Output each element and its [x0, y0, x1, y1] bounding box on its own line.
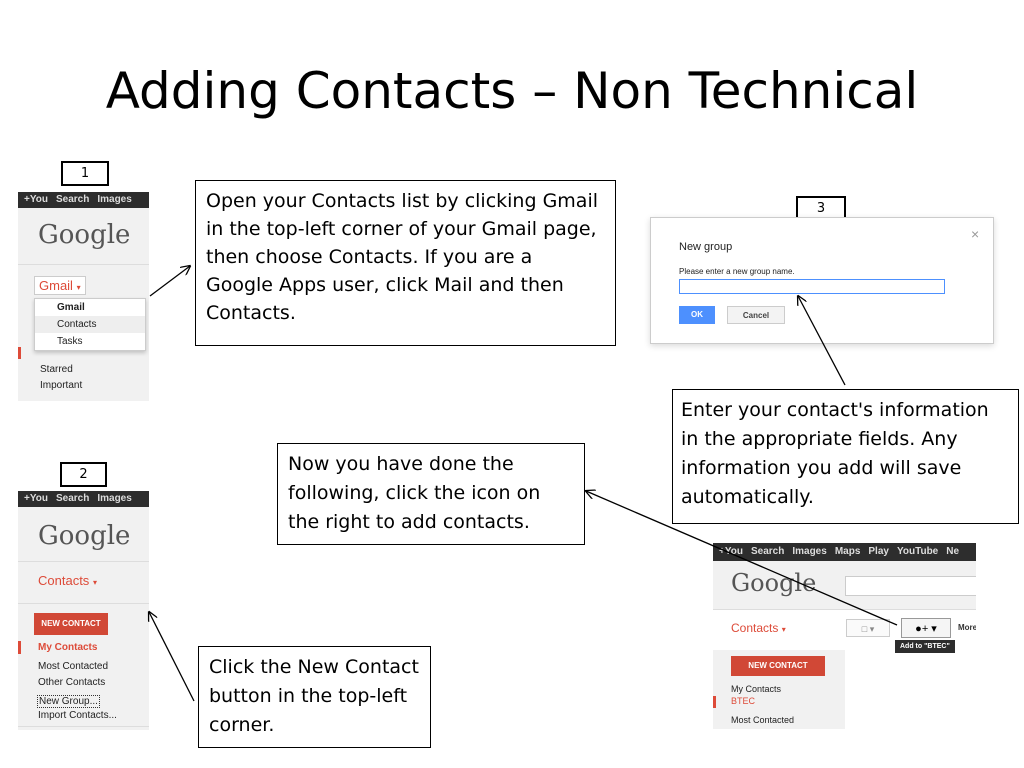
google-top-bar: +You Search Images: [18, 192, 149, 208]
cancel-button[interactable]: Cancel: [727, 306, 785, 324]
google-logo: Google: [38, 521, 131, 551]
contacts-label: Contacts: [38, 573, 90, 588]
google-top-bar: +You Search Images: [18, 491, 149, 507]
google-logo: Google: [38, 220, 131, 250]
sidebar-item-other-contacts[interactable]: Other Contacts: [38, 677, 106, 688]
bar-link[interactable]: +You: [24, 493, 48, 504]
bar-link[interactable]: Maps: [834, 546, 861, 557]
dialog-heading: New group: [679, 241, 733, 253]
contacts-label: Contacts: [731, 621, 779, 635]
divider: [18, 561, 149, 562]
menu-item-contacts[interactable]: Contacts: [35, 316, 145, 333]
panel-add-to-group: +You Search Images Maps Play YouTube Ne Google…: [713, 543, 976, 729]
bar-link[interactable]: Search: [55, 194, 90, 205]
divider: [18, 264, 149, 265]
sidebar-item-new-group[interactable]: New Group...: [37, 695, 100, 708]
selection-marker: [713, 696, 716, 708]
add-to-group-button[interactable]: ●+ ▾: [901, 618, 951, 638]
sidebar-item-my-contacts[interactable]: My Contacts: [731, 684, 782, 694]
panel-gmail-menu: +You Search Images Google Gmail ▾ Gmail Co…: [18, 192, 149, 401]
bar-link[interactable]: Images: [792, 546, 827, 557]
group-name-input[interactable]: [679, 279, 945, 294]
callout-enter-info: Enter your contact's information in the …: [672, 389, 1019, 524]
selection-marker: [18, 347, 21, 359]
gmail-label: Gmail: [39, 278, 73, 293]
sidebar-item-starred[interactable]: Starred: [40, 364, 73, 375]
bar-link[interactable]: Images: [97, 493, 132, 504]
new-group-dialog: × New group Please enter a new group nam…: [650, 217, 994, 344]
bar-link[interactable]: Play: [868, 546, 889, 557]
sidebar-item-important[interactable]: Important: [40, 380, 83, 391]
slide-title: Adding Contacts – Non Technical: [105, 62, 919, 120]
gmail-dropdown-button[interactable]: Gmail ▾: [34, 276, 86, 295]
chevron-down-icon: ▾: [76, 283, 81, 292]
sidebar-item-most-contacted[interactable]: Most Contacted: [38, 661, 109, 672]
chevron-down-icon: ▾: [92, 578, 97, 587]
select-checkbox-dropdown[interactable]: □ ▾: [846, 619, 890, 637]
add-to-group-tooltip: Add to "BTEC": [895, 640, 955, 653]
bar-link[interactable]: Ne: [946, 546, 960, 557]
bar-link[interactable]: +You: [24, 194, 48, 205]
contacts-dropdown[interactable]: Contacts ▾: [731, 621, 786, 635]
arrow-to-name-field: [798, 296, 846, 386]
callout-add-icon: Now you have done the following, click t…: [277, 443, 585, 545]
panel-contacts-sidebar: +You Search Images Google Contacts ▾ NEW C…: [18, 491, 149, 730]
callout-open-contacts: Open your Contacts list by clicking Gmai…: [195, 180, 616, 346]
menu-item-tasks[interactable]: Tasks: [57, 336, 83, 347]
divider: [713, 609, 976, 610]
new-contact-button[interactable]: NEW CONTACT: [731, 656, 825, 676]
contacts-dropdown[interactable]: Contacts ▾: [38, 573, 97, 588]
arrow-to-callout-1: [149, 266, 190, 297]
google-top-bar: +You Search Images Maps Play YouTube Ne: [713, 543, 976, 561]
add-person-icon: ●+ ▾: [915, 623, 937, 635]
sidebar-item-my-contacts[interactable]: My Contacts: [38, 642, 98, 653]
bar-link[interactable]: Search: [55, 493, 90, 504]
new-contact-button[interactable]: NEW CONTACT: [34, 613, 108, 635]
search-input[interactable]: [845, 576, 976, 596]
dialog-prompt: Please enter a new group name.: [679, 267, 795, 276]
sidebar-item-most-contacted[interactable]: Most Contacted: [731, 715, 795, 725]
bar-link[interactable]: Images: [97, 194, 132, 205]
chevron-down-icon: ▾: [781, 625, 786, 634]
sidebar-item-btec[interactable]: BTEC: [731, 696, 756, 706]
gmail-menu: Gmail Contacts Tasks: [34, 298, 146, 351]
callout-new-contact: Click the New Contact button in the top-…: [198, 646, 431, 748]
bar-link[interactable]: +You: [719, 546, 743, 557]
bar-link[interactable]: Search: [750, 546, 785, 557]
step-number-2: 2: [60, 462, 107, 487]
step-number-1: 1: [61, 161, 109, 186]
ok-button[interactable]: OK: [679, 306, 715, 324]
divider: [18, 603, 149, 604]
selection-marker: [18, 641, 21, 654]
arrow-from-icon: [586, 491, 898, 626]
close-icon[interactable]: ×: [971, 226, 980, 242]
sidebar-item-import-contacts[interactable]: Import Contacts...: [38, 710, 117, 721]
bar-link[interactable]: YouTube: [896, 546, 939, 557]
divider: [18, 726, 149, 727]
google-logo: Google: [731, 569, 817, 597]
more-button[interactable]: More: [958, 623, 976, 632]
menu-item-gmail[interactable]: Gmail: [57, 302, 85, 313]
arrow-to-new-contact: [149, 612, 195, 702]
